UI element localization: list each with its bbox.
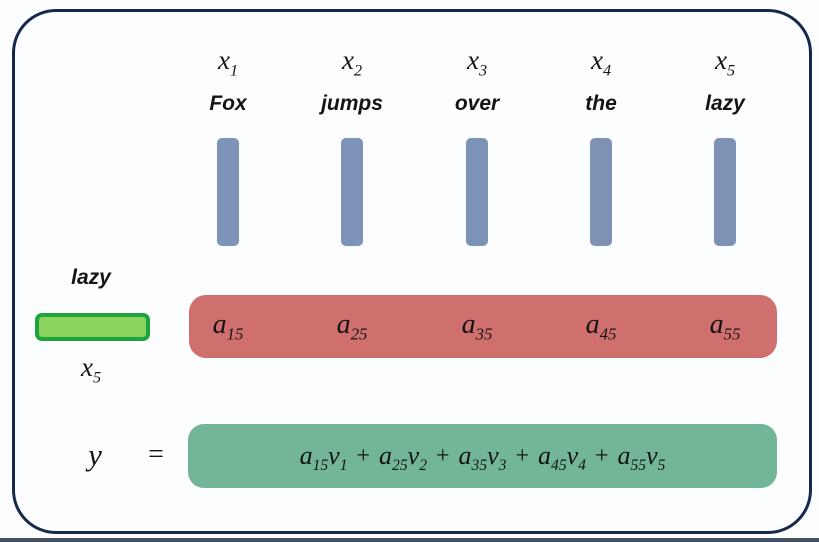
subscript: 45 (599, 324, 617, 344)
value-vector-bar (590, 138, 612, 246)
token-column-2: x2 jumps (297, 40, 407, 252)
plus-sign: + (356, 442, 371, 469)
subscript: 1 (229, 61, 239, 80)
equals-sign: = (148, 439, 164, 470)
math-var: a (299, 441, 313, 470)
math-var: a (379, 441, 393, 470)
subscript: 55 (630, 457, 647, 475)
attention-weight-a45: a45 (561, 295, 641, 358)
value-vector-bar (714, 138, 736, 246)
query-word: lazy (71, 266, 111, 289)
math-var: x (714, 45, 727, 75)
equation-term-4: a45v4 (538, 441, 586, 475)
attention-weights-box: a15 a25 a35 a45 a55 (189, 295, 777, 358)
token-column-5: x5 lazy (670, 40, 780, 252)
bottom-edge-strip (0, 538, 819, 542)
subscript: 25 (392, 457, 408, 475)
math-var: a (336, 309, 351, 340)
subscript: 4 (578, 457, 586, 475)
equation-term-5: a55v5 (617, 441, 666, 475)
math-var: x (341, 45, 354, 75)
math-var: x (466, 45, 479, 75)
plus-sign: + (435, 442, 450, 469)
math-var: a (458, 441, 472, 470)
token-word: the (585, 92, 617, 115)
subscript: 1 (339, 457, 348, 475)
math-var: v (646, 441, 658, 470)
plus-sign: + (594, 442, 609, 469)
token-word: over (454, 92, 500, 115)
math-var: x (590, 45, 603, 75)
math-var: x (80, 352, 93, 382)
output-equation-box: a15v1 + a25v2 + a35v3 + a45v4 + a55v5 (188, 424, 777, 488)
subscript: 15 (226, 324, 244, 344)
token-word: lazy (705, 92, 745, 115)
math-var: v (566, 441, 579, 470)
token-var-label: x3 (422, 40, 532, 80)
token-word: Fox (209, 92, 247, 115)
attention-weight-a15: a15 (188, 295, 268, 358)
token-column-4: x4 the (546, 40, 656, 252)
attention-weight-a55: a55 (685, 295, 765, 358)
subscript: 45 (551, 457, 567, 475)
token-column-3: x3 over (422, 40, 532, 252)
equation-term-2: a25v2 (379, 441, 427, 475)
subscript: 3 (498, 457, 507, 475)
math-var: v (407, 441, 420, 470)
math-var: v (328, 441, 340, 470)
subscript: 35 (471, 457, 488, 475)
subscript: 2 (353, 61, 363, 80)
equation-term-1: a15v1 (299, 441, 348, 475)
attention-weight-a35: a35 (437, 295, 517, 358)
subscript: 15 (312, 457, 329, 475)
math-var: a (212, 309, 227, 340)
token-var-label: x1 (173, 40, 283, 80)
subscript: 5 (726, 61, 736, 80)
value-vector-bar (341, 138, 363, 246)
attention-weight-a25: a25 (312, 295, 392, 358)
subscript: 25 (350, 324, 368, 344)
math-var: a (617, 441, 631, 470)
diagram-frame (12, 9, 812, 534)
subscript: 2 (419, 457, 427, 475)
token-column-1: x1 Fox (173, 40, 283, 252)
query-vector-bar (35, 313, 150, 341)
subscript: 35 (475, 324, 493, 344)
value-vector-bar (217, 138, 239, 246)
value-vector-bar (466, 138, 488, 246)
subscript: 4 (602, 61, 612, 80)
token-var-label: x4 (546, 40, 656, 80)
math-var: a (538, 441, 552, 470)
query-var-label: x5 (30, 348, 152, 386)
output-var-label: y (88, 437, 102, 472)
subscript: 3 (478, 61, 488, 80)
math-var: a (709, 309, 724, 340)
math-var: x (217, 45, 230, 75)
token-word: jumps (321, 92, 383, 115)
token-var-label: x5 (670, 40, 780, 80)
plus-sign: + (515, 442, 530, 469)
subscript: 5 (92, 368, 102, 387)
math-var: a (461, 309, 476, 340)
subscript: 55 (723, 324, 741, 344)
subscript: 5 (657, 457, 666, 475)
token-var-label: x2 (297, 40, 407, 80)
math-var: v (487, 441, 499, 470)
math-var: a (585, 309, 600, 340)
equation-term-3: a35v3 (458, 441, 507, 475)
